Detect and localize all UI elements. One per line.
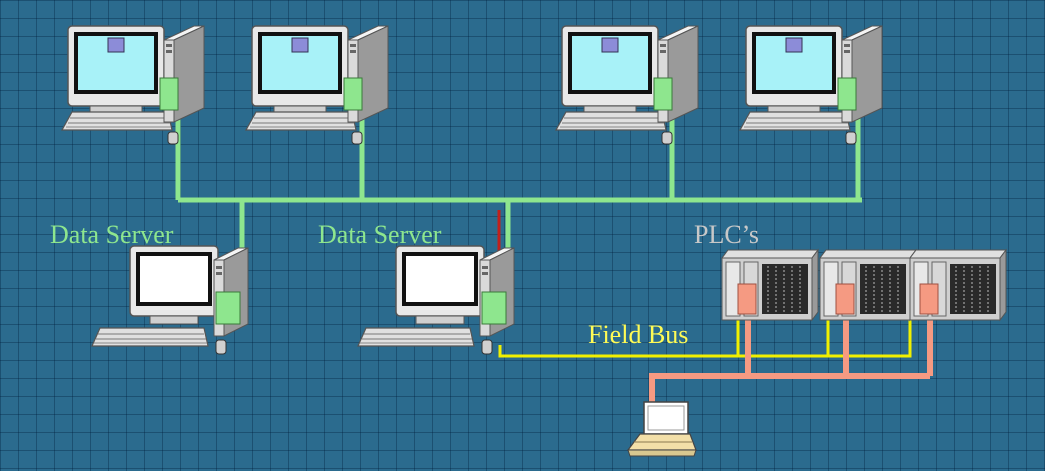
data-server-2	[357, 245, 515, 355]
plcs-label: PLC’s	[694, 220, 760, 249]
workstation-2	[245, 25, 389, 145]
workstation-4	[739, 25, 883, 145]
plc-rack-2	[819, 249, 917, 321]
workstation-1	[61, 25, 205, 145]
plc-connectors	[737, 283, 939, 315]
data-server-label-1: Data Server	[50, 220, 174, 249]
data-server-1	[91, 245, 249, 355]
field-bus-line	[498, 320, 912, 358]
workstation-3	[555, 25, 699, 145]
field-bus-label: Field Bus	[588, 320, 689, 349]
data-server-label-2: Data Server	[318, 220, 442, 249]
laptop	[626, 401, 697, 457]
plc-rack-1	[721, 249, 819, 321]
